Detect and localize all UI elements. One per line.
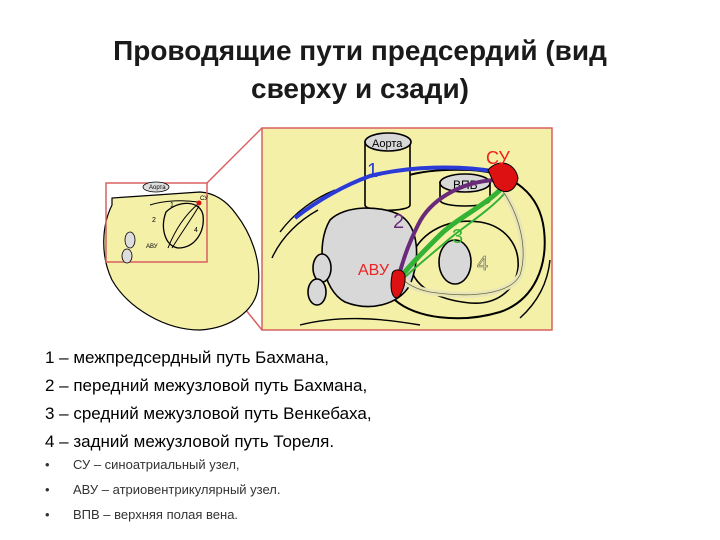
note-avu-text: АВУ – атриовентрикулярный узел. [73,482,281,497]
title-line-1: Проводящие пути предсердий (вид [113,35,607,66]
zoomed-heart: Аорта ВПВ СУ 1 2 3 [261,127,553,331]
note-vpv: • ВПВ – верхняя полая вена. [45,502,280,527]
thumbnail-su-label: СУ [200,196,208,202]
legend-item-4: 4 – задний межузловой путь Тореля. [45,432,335,451]
aorta-label: Аорта [372,138,403,150]
path-2 [396,178,496,281]
page-title: Проводящие пути предсердий (вид сверху и… [60,32,660,108]
thumbnail-heart: Аорта СУ 1 2 4 АВУ [103,181,260,331]
pulmonary-vein-2 [307,278,327,306]
thumbnail-avu-label: АВУ [146,244,158,250]
note-avu: • АВУ – атриовентрикулярный узел. [45,477,280,502]
thumbnail-paths [149,200,200,249]
aorta-top [364,132,412,152]
thumbnail-label-2: 2 [152,217,156,224]
path-1-label: 1 [367,160,378,182]
thumbnail-vessel-2 [121,248,133,264]
thumbnail-aorta [142,181,170,193]
note-vpv-text: ВПВ – верхняя полая вена. [73,507,239,522]
legend-item-3: 3 – средний межузловой путь Венкебаха, [45,404,372,423]
thumbnail-vessel-1 [124,231,136,249]
surface-line-4 [299,317,421,326]
legend-item-1: 1 – межпредсердный путь Бахмана, [45,348,329,367]
bullet-icon: • [45,482,50,497]
path-2-label: 2 [393,211,404,233]
bullet-icon: • [45,457,50,472]
path-3-b [401,193,505,281]
path-3-label: 3 [452,226,463,248]
path-1 [293,165,499,220]
surface-line-2 [271,209,319,259]
path-4-outline [399,189,524,296]
legend-item-2: 2 – передний межузловой путь Бахмана, [45,376,368,395]
thumbnail-label-1: 1 [170,202,174,209]
pulmonary-vein-1 [312,253,332,283]
avu-label: АВУ [358,262,390,279]
pathway-legend: 1 – межпредсердный путь Бахмана, 2 – пер… [45,344,372,456]
note-su-text: СУ – синоатриальный узел, [73,457,240,472]
abbreviation-notes: • СУ – синоатриальный узел, • АВУ – атриов… [45,452,280,527]
aorta [364,141,411,212]
avu-node [390,269,406,299]
thumbnail-label-4: 4 [194,227,198,234]
zoom-line-top [206,127,263,184]
ivc [438,239,472,285]
surface-line-1 [279,189,336,233]
title-line-2: сверху и сзади) [251,73,469,104]
note-su: • СУ – синоатриальный узел, [45,452,280,477]
svc-top [439,173,491,193]
thumbnail-heart-body [103,191,260,331]
surface-line-3 [519,259,551,319]
path-3 [398,188,502,280]
su-node [487,162,519,193]
bullet-icon: • [45,507,50,522]
su-label: СУ [486,148,510,168]
thumbnail-su-node [196,200,202,206]
thumbnail-aorta-label: Аорта [149,185,166,191]
path-4-label: 4 [477,253,488,275]
